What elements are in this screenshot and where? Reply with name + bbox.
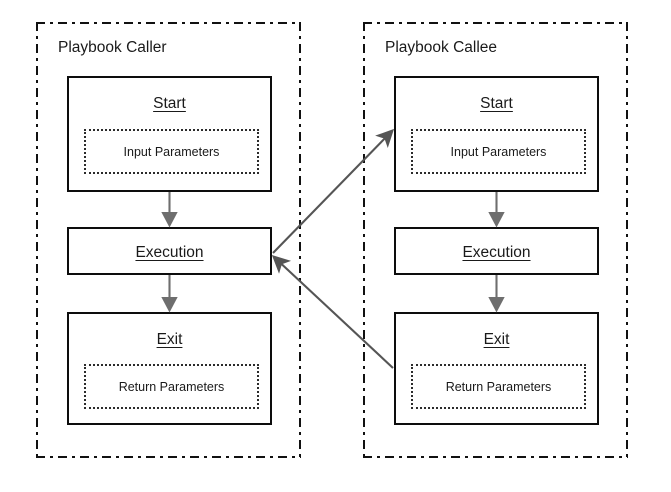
param-label-callee-exit: Return Parameters	[445, 379, 552, 394]
node-callee-execution[interactable]: Execution	[394, 227, 599, 275]
node-title-caller-exit: Exit	[156, 331, 183, 348]
param-label-callee-start: Input Parameters	[450, 144, 547, 159]
param-label-caller-start: Input Parameters	[123, 144, 220, 159]
param-box-callee-start: Input Parameters	[411, 129, 586, 174]
node-title-caller-start: Start	[153, 95, 186, 112]
param-label-caller-exit: Return Parameters	[118, 379, 225, 394]
node-caller-exit[interactable]: Exit Return Parameters	[67, 312, 272, 425]
node-caller-start[interactable]: Start Input Parameters	[67, 76, 272, 192]
lane-title-callee: Playbook Callee	[385, 39, 498, 56]
param-box-caller-start: Input Parameters	[84, 129, 259, 174]
param-box-callee-exit: Return Parameters	[411, 364, 586, 409]
node-callee-exit[interactable]: Exit Return Parameters	[394, 312, 599, 425]
node-caller-execution[interactable]: Execution	[67, 227, 272, 275]
lane-title-caller: Playbook Caller	[58, 39, 167, 56]
node-title-callee-exit: Exit	[483, 331, 510, 348]
node-callee-start[interactable]: Start Input Parameters	[394, 76, 599, 192]
node-title-callee-execution: Execution	[462, 244, 531, 261]
node-title-callee-start: Start	[480, 95, 513, 112]
param-box-caller-exit: Return Parameters	[84, 364, 259, 409]
node-title-caller-execution: Execution	[135, 244, 204, 261]
